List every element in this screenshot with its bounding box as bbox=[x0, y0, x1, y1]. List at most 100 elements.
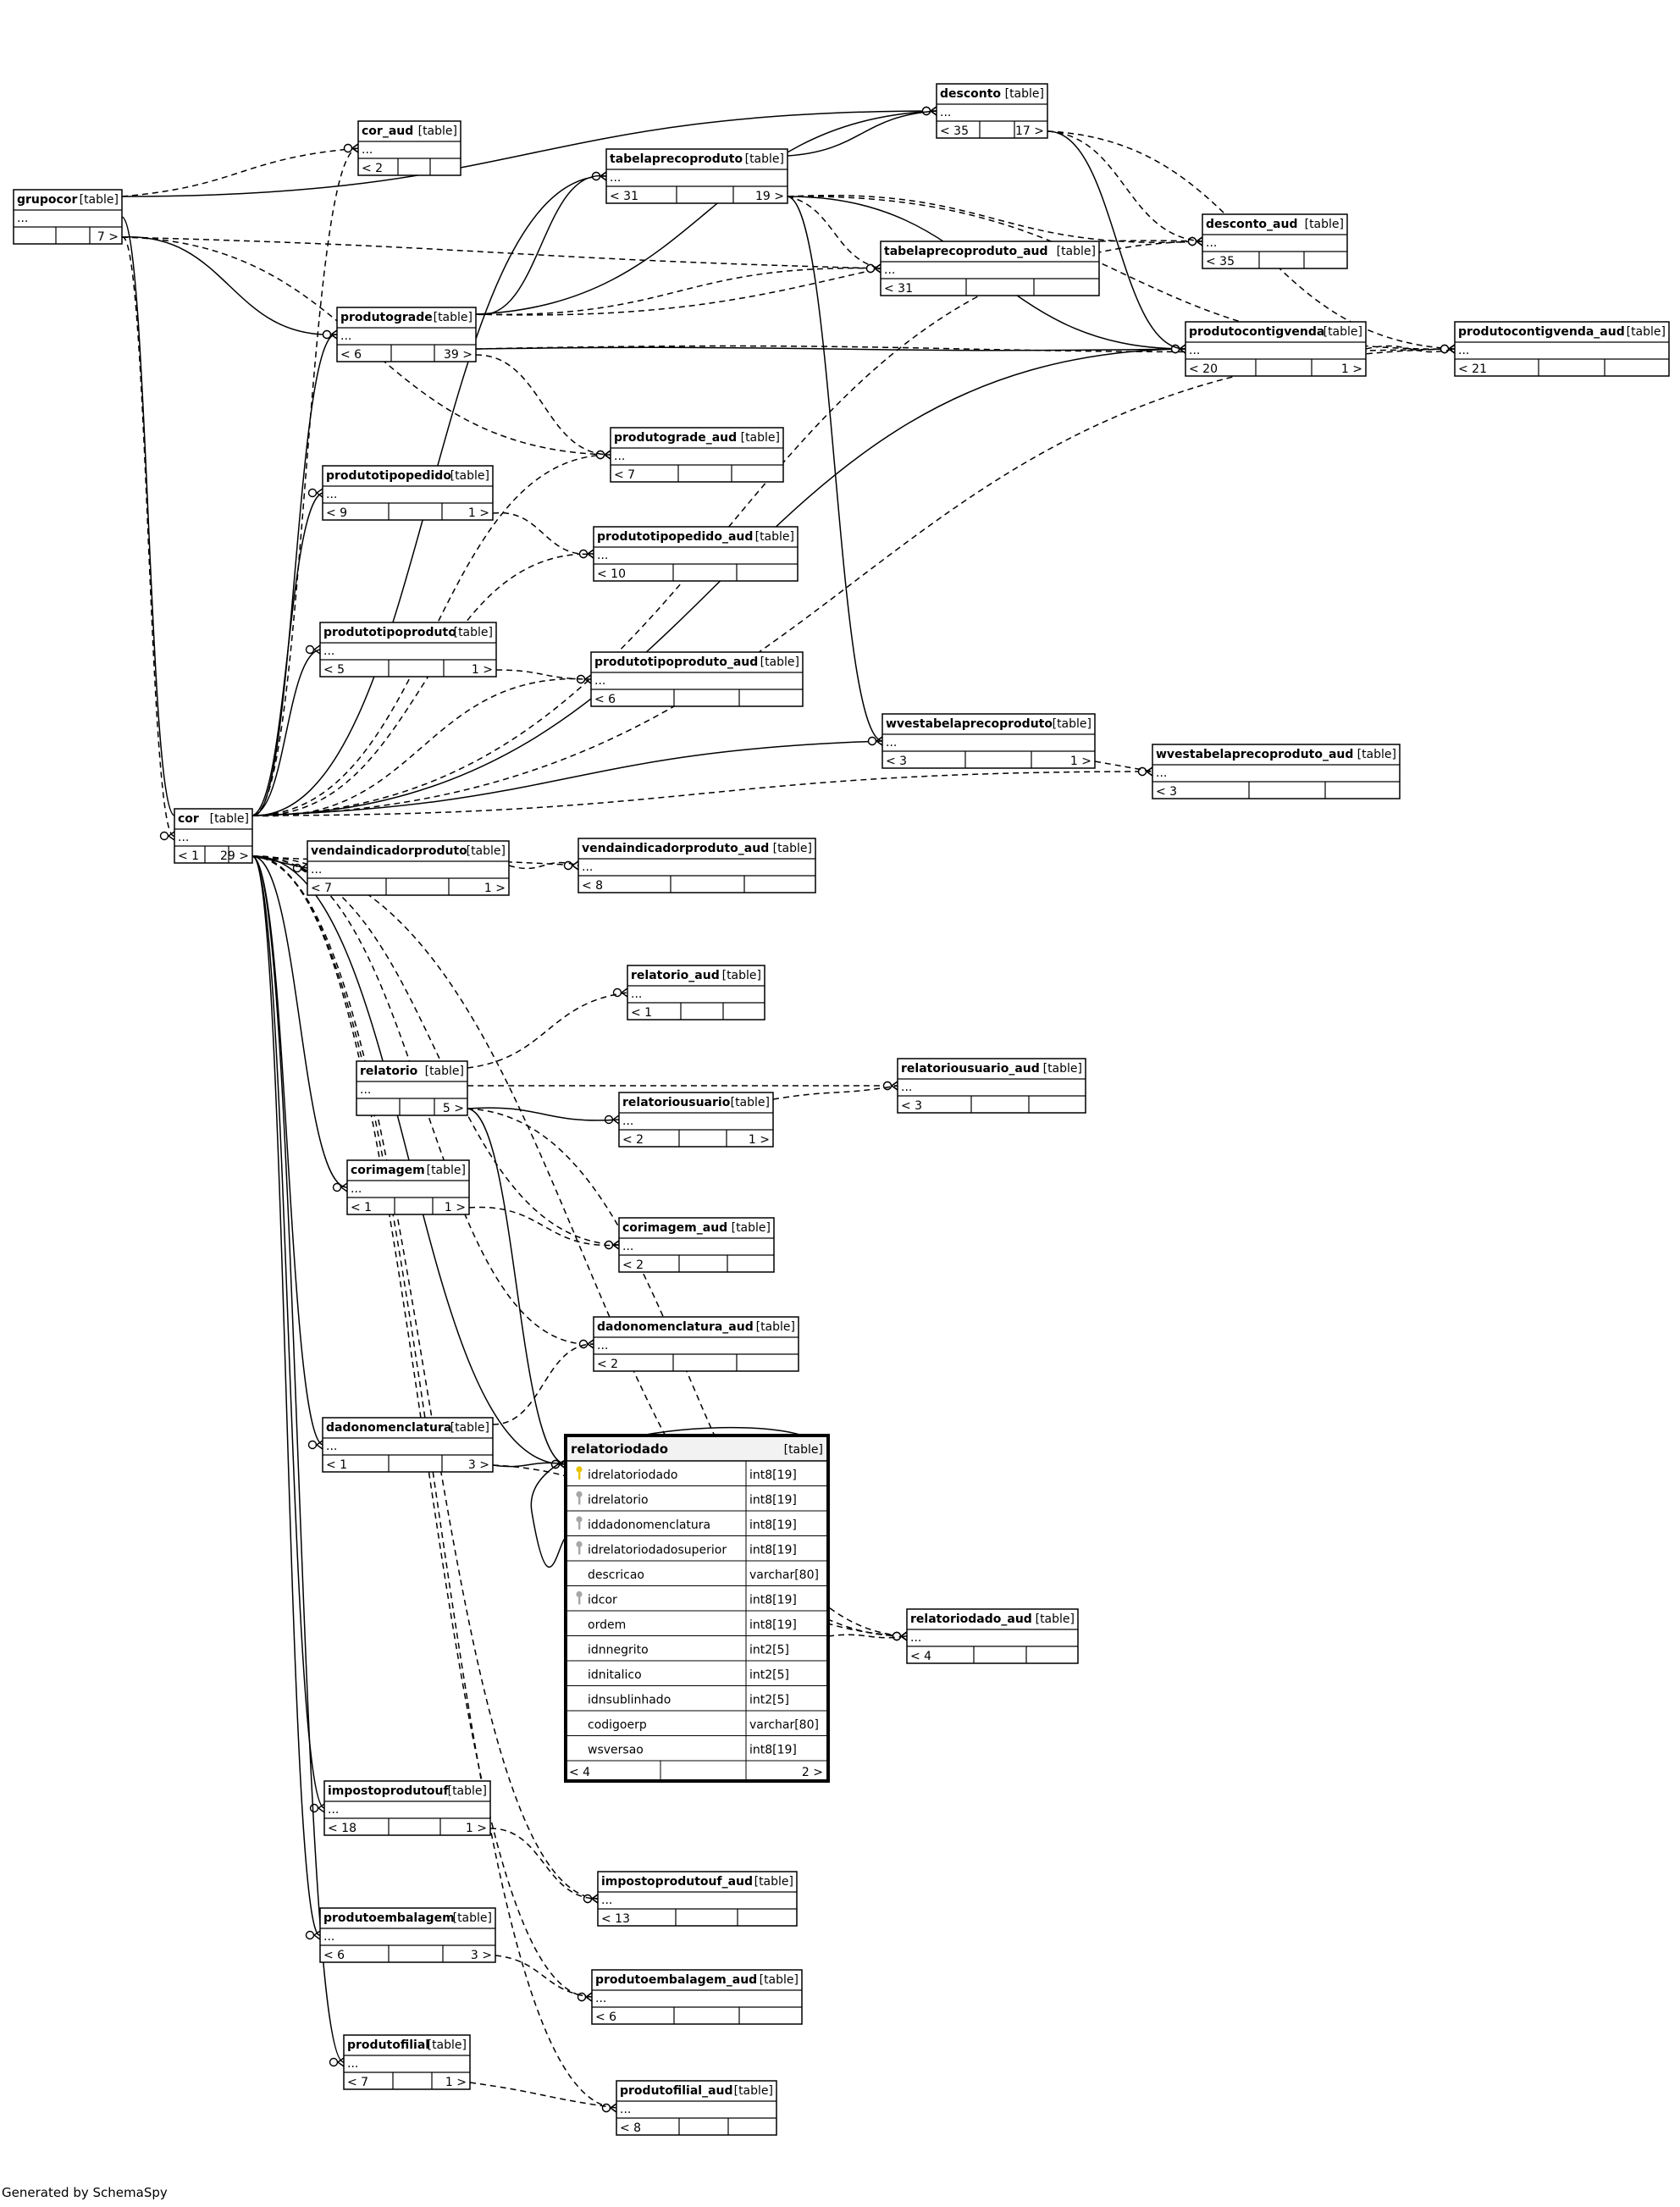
table-frame bbox=[1185, 321, 1367, 377]
table-children-count: < 3 bbox=[1156, 785, 1177, 799]
edge-many-marker bbox=[351, 143, 359, 153]
table-produtoembalagem_aud[interactable]: produtoembalagem_aud[table]...< 6 bbox=[591, 1969, 803, 2025]
table-produtotipoproduto_aud[interactable]: produtotipoproduto_aud[table]...< 6 bbox=[590, 651, 804, 707]
table-name: cor bbox=[178, 812, 199, 826]
edge-optional-marker bbox=[882, 1081, 892, 1091]
relationship-relatorio-relatoriodado bbox=[467, 1108, 566, 1469]
table-relatoriodado_aud[interactable]: relatoriodado_aud[table]...< 4 bbox=[906, 1608, 1079, 1664]
table-children-count: < 6 bbox=[323, 1949, 345, 1962]
table-tag: [table] bbox=[1043, 1062, 1082, 1076]
edge-line bbox=[251, 334, 338, 816]
table-produtograde_aud[interactable]: produtograde_aud[table]...< 7 bbox=[610, 427, 784, 483]
table-name: impostoprodutouf_aud bbox=[601, 1875, 753, 1889]
edge-line bbox=[475, 267, 881, 316]
table-children-count: < 7 bbox=[311, 882, 332, 895]
table-children-count: < 3 bbox=[886, 755, 907, 768]
table-cor_aud[interactable]: cor_aud[table]...< 2 bbox=[357, 120, 461, 176]
edge-line bbox=[469, 2082, 617, 2109]
table-tag: [table] bbox=[450, 469, 489, 483]
table-relatorio[interactable]: relatorio[table]...5 > bbox=[356, 1060, 468, 1116]
relationship-relatoriousuario-relatoriousuario_aud bbox=[772, 1081, 898, 1100]
edge-many-marker bbox=[1195, 236, 1203, 246]
table-frame bbox=[627, 965, 765, 1021]
table-name: desconto bbox=[940, 87, 1001, 101]
edge-line bbox=[787, 110, 937, 157]
table-dadonomenclatura_aud[interactable]: dadonomenclatura_aud[table]...< 2 bbox=[593, 1316, 799, 1372]
table-ellipsis: ... bbox=[323, 1930, 334, 1944]
edge-line bbox=[475, 354, 611, 456]
edge-optional-marker bbox=[305, 644, 315, 655]
table-ellipsis: ... bbox=[326, 488, 337, 501]
table-grupocor[interactable]: grupocor[table]...7 > bbox=[13, 189, 123, 245]
edge-line bbox=[772, 1085, 898, 1100]
table-name: cor_aud bbox=[362, 124, 413, 138]
column-type: int8[19] bbox=[749, 1494, 797, 1507]
edge-line bbox=[251, 147, 359, 816]
column-type: int8[19] bbox=[749, 1744, 797, 1757]
column-type: varchar[80] bbox=[749, 1718, 819, 1732]
edge-line bbox=[251, 855, 617, 2109]
table-children-count: < 6 bbox=[340, 348, 362, 362]
table-tag: [table] bbox=[454, 626, 493, 639]
edge-optional-marker bbox=[921, 106, 931, 116]
column-row-wsversao: wsversao int8[19] bbox=[566, 1744, 828, 1762]
table-children-count: < 1 bbox=[351, 1201, 372, 1214]
relationship-cor-grupocor bbox=[107, 212, 175, 816]
table-tag: [table] bbox=[1036, 1612, 1075, 1626]
column-name: wsversao bbox=[588, 1744, 644, 1757]
table-desconto_aud[interactable]: desconto_aud[table]...< 35 bbox=[1202, 213, 1348, 269]
edge-many-marker bbox=[315, 1440, 323, 1450]
table-wvestabelaprecoproduto_aud[interactable]: wvestabelaprecoproduto_aud[table]...< 3 bbox=[1152, 744, 1401, 799]
foreign-key-icon bbox=[576, 1590, 583, 1605]
edge-line bbox=[475, 174, 607, 316]
table-parents-count: 1 > bbox=[466, 1822, 487, 1835]
table-children-count: < 7 bbox=[347, 2076, 368, 2089]
table-relatoriousuario_aud[interactable]: relatoriousuario_aud[table]...< 3 bbox=[897, 1058, 1086, 1114]
table-tag: [table] bbox=[80, 193, 119, 207]
table-parents-count: 7 > bbox=[97, 230, 119, 244]
table-relatorio_aud[interactable]: relatorio_aud[table]...< 1 bbox=[627, 965, 765, 1021]
table-ellipsis: ... bbox=[1458, 344, 1469, 357]
table-vendaindicadorproduto_aud[interactable]: vendaindicadorproduto_aud[table]...< 8 bbox=[578, 838, 816, 893]
table-tag: [table] bbox=[1627, 325, 1666, 339]
table-children-count: < 5 bbox=[323, 663, 345, 677]
table-produtofilial_aud[interactable]: produtofilial_aud[table]...< 8 bbox=[616, 2080, 777, 2136]
table-produtotipopedido_aud[interactable]: produtotipopedido_aud[table]...< 10 bbox=[593, 526, 799, 582]
table-name: produtoembalagem_aud bbox=[595, 1973, 757, 1987]
edge-many-marker bbox=[317, 1803, 325, 1813]
table-tag: [table] bbox=[1305, 218, 1344, 231]
table-children-count: < 21 bbox=[1458, 362, 1487, 376]
table-corimagem_aud[interactable]: corimagem_aud[table]...< 2 bbox=[618, 1217, 775, 1273]
table-impostoprodutouf_aud[interactable]: impostoprodutouf_aud[table]...< 13 bbox=[597, 1871, 798, 1927]
table-parents-count: 17 > bbox=[1015, 124, 1044, 138]
relationship-wvestabelaprecoproduto-wvestabelaprecoproduto_aud bbox=[1094, 761, 1153, 777]
table-ellipsis: ... bbox=[362, 143, 373, 157]
table-tabelaprecoproduto_aud[interactable]: tabelaprecoproduto_aud[table]...< 31 bbox=[880, 241, 1100, 296]
edge-line bbox=[121, 236, 338, 335]
table-children-count: < 9 bbox=[326, 506, 347, 520]
table-produtocontigvenda_aud[interactable]: produtocontigvenda_aud[table]...< 21 bbox=[1454, 321, 1670, 377]
relationship-edges bbox=[107, 106, 1456, 2113]
table-children-count: < 8 bbox=[582, 879, 603, 893]
table-parents-count: 5 > bbox=[443, 1102, 464, 1115]
relationship-cor-produtofilial bbox=[251, 855, 345, 2067]
table-frame bbox=[336, 307, 477, 362]
relationship-dadonomenclatura-dadonomenclatura_aud bbox=[492, 1339, 594, 1425]
